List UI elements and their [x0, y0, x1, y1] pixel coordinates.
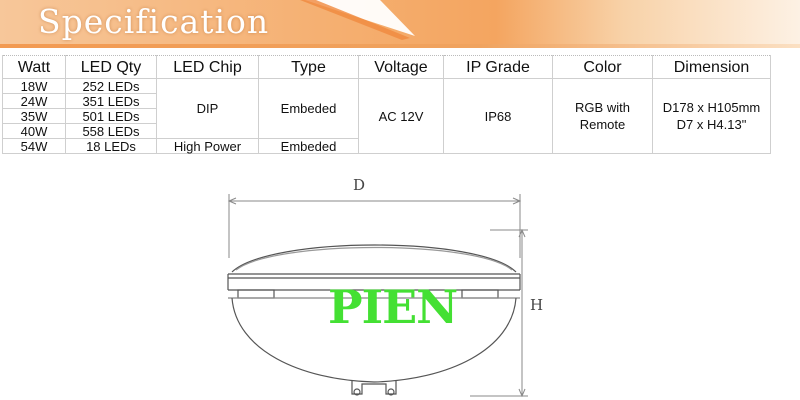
lamp-drawing: [227, 194, 528, 398]
cell-type: Embeded: [258, 138, 359, 154]
table-header-row: Watt LED Qty LED Chip Type Voltage IP Gr…: [2, 55, 771, 79]
cell-watt: 35W: [2, 108, 66, 124]
table-row: 24W 351 LEDs: [2, 93, 771, 109]
cell-watt: 40W: [2, 123, 66, 139]
h-label: H: [530, 296, 544, 314]
header-dimension: Dimension: [652, 55, 771, 79]
header-type: Type: [258, 55, 359, 79]
header-led-qty: LED Qty: [65, 55, 157, 79]
banner-decoration: [300, 0, 415, 40]
table-row: 35W 501 LEDs: [2, 108, 771, 124]
cell-led-chip: High Power: [156, 138, 259, 154]
cell-voltage: AC 12V: [358, 78, 444, 154]
table-row: 54W 18 LEDs High Power Embeded: [2, 138, 771, 154]
spec-table: Watt LED Qty LED Chip Type Voltage IP Gr…: [2, 55, 771, 154]
cell-led-qty: 501 LEDs: [65, 108, 157, 124]
specification-banner: Specification: [0, 0, 800, 48]
cell-led-qty: 351 LEDs: [65, 93, 157, 109]
d-label: D: [353, 176, 366, 194]
cell-led-qty: 252 LEDs: [65, 78, 157, 94]
header-voltage: Voltage: [358, 55, 444, 79]
header-watt: Watt: [2, 55, 66, 79]
cell-dimension: D178 x H105mm D7 x H4.13": [652, 78, 771, 154]
table-row: 40W 558 LEDs: [2, 123, 771, 139]
cell-type: Embeded: [258, 78, 359, 139]
dimension-line-1: D178 x H105mm: [662, 100, 761, 115]
color-line-2: Remote: [579, 117, 626, 132]
lamp-outline: [227, 244, 521, 396]
cell-watt: 18W: [2, 78, 66, 94]
dimension-line-2: D7 x H4.13": [676, 117, 747, 132]
cell-watt: 54W: [2, 138, 66, 154]
cell-led-qty: 558 LEDs: [65, 123, 157, 139]
banner-underline: [0, 44, 800, 48]
cell-ip-grade: IP68: [443, 78, 553, 154]
header-ip-grade: IP Grade: [443, 55, 553, 79]
cell-color: RGB with Remote: [552, 78, 653, 154]
header-led-chip: LED Chip: [156, 55, 259, 79]
cell-led-qty: 18 LEDs: [65, 138, 157, 154]
banner-title: Specification: [38, 2, 270, 41]
table-row: 18W 252 LEDs DIP Embeded AC 12V IP68 RGB…: [2, 78, 771, 154]
cell-watt: 24W: [2, 93, 66, 109]
cell-led-chip: DIP: [156, 78, 259, 139]
color-line-1: RGB with: [575, 100, 630, 115]
pien-watermark: PIEN: [328, 280, 458, 334]
header-color: Color: [552, 55, 653, 79]
